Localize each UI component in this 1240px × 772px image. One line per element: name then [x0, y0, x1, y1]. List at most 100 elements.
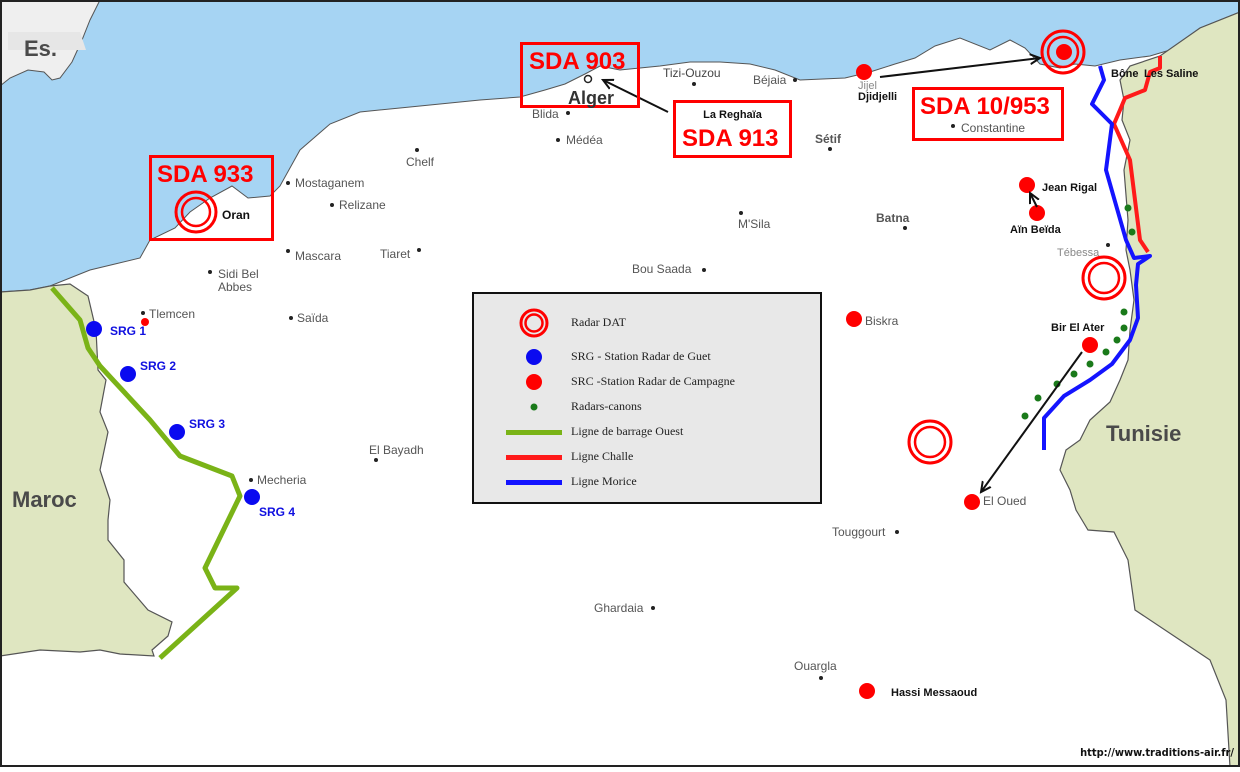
srg-3-dot	[169, 424, 185, 440]
city-bir-el-ater: Bir El Ater	[1051, 322, 1105, 334]
sda-903-title: SDA 903	[529, 48, 626, 75]
line-barrage-ouest	[50, 286, 243, 660]
srg-1-dot	[86, 321, 102, 337]
city-dot	[895, 530, 899, 534]
legend-item-src: SRC -Station Radar de Campagne	[474, 370, 820, 394]
srg-dot-icon	[504, 345, 564, 369]
sda-913-subtitle: La Reghaïa	[703, 109, 762, 121]
city-dots	[141, 78, 1110, 680]
arrow-ainbeida-jeanrigal	[1030, 193, 1037, 208]
city-bone: Bône	[1111, 68, 1139, 80]
radar-canon	[1113, 336, 1121, 344]
sda-10-953-box: SDA 10/953 Constantine	[912, 87, 1064, 141]
city-dot	[415, 148, 419, 152]
city-ain-beida: Aïn Beïda	[1010, 224, 1061, 236]
radar-canon	[1102, 348, 1110, 356]
city-mascara: Mascara	[295, 249, 342, 263]
city-dot	[249, 478, 253, 482]
city-constantine: Constantine	[961, 121, 1026, 135]
legend-item-line-morice: Ligne Morice	[474, 470, 820, 494]
radar-canon	[1021, 412, 1029, 420]
radar-canon	[1120, 324, 1128, 332]
src-jean-rigal	[1019, 177, 1035, 193]
city-dot	[417, 248, 421, 252]
line-challe-swatch	[504, 445, 564, 469]
city-dot	[793, 78, 797, 82]
city-ouargla: Ouargla	[794, 659, 837, 673]
land-morocco	[0, 283, 173, 657]
radar-dat-bone	[1040, 29, 1086, 75]
radar-canon	[1124, 204, 1132, 212]
legend-label: Ligne Morice	[571, 474, 637, 488]
city-tizi-ouzou: Tizi-Ouzou	[663, 66, 721, 80]
city-dot	[330, 203, 334, 207]
city-batna: Batna	[876, 211, 910, 225]
radar-dat-oran	[174, 190, 218, 234]
city-touggourt: Touggourt	[832, 525, 886, 539]
legend-label: SRC -Station Radar de Campagne	[571, 374, 735, 388]
city-dot	[702, 268, 706, 272]
src-bir-el-ater	[1082, 337, 1098, 353]
srg-4-label: SRG 4	[259, 505, 296, 519]
radar-canon	[1034, 394, 1042, 402]
line-morice-swatch	[504, 470, 564, 494]
city-oran: Oran	[222, 208, 251, 222]
city-medea: Médéa	[566, 133, 603, 147]
spain-label-bg	[8, 32, 86, 50]
radar-dat-icon	[504, 308, 564, 338]
src-biskra	[846, 311, 862, 327]
src-el-oued	[964, 494, 980, 510]
country-spain-label: Es.	[24, 36, 58, 61]
city-dot	[208, 270, 212, 274]
legend-label: Radar DAT	[571, 315, 626, 329]
city-blida: Blida	[532, 107, 559, 121]
city-dot	[951, 124, 955, 128]
legend: Radar DAT SRG - Station Radar de Guet SR…	[472, 292, 822, 504]
city-relizane: Relizane	[339, 198, 386, 212]
radar-canon	[1120, 308, 1128, 316]
srg-3-label: SRG 3	[189, 417, 226, 431]
city-mecheria: Mecheria	[257, 473, 307, 487]
radar-canon	[1086, 360, 1094, 368]
srg-4-dot	[244, 489, 260, 505]
sda-913-title: SDA 913	[682, 125, 779, 152]
city-dot	[289, 316, 293, 320]
src-ain-beida	[1029, 205, 1045, 221]
sda-913-box: La Reghaïa SDA 913	[673, 100, 792, 158]
city-ghardaia: Ghardaia	[594, 601, 644, 615]
city-dot	[286, 181, 290, 185]
city-el-oued: El Oued	[983, 494, 1027, 508]
srg-1-label: SRG 1	[110, 324, 147, 338]
src-tlemcen	[141, 318, 149, 326]
legend-label: SRG - Station Radar de Guet	[571, 349, 711, 363]
radar-dat-sud	[907, 419, 953, 465]
legend-label: Ligne Challe	[571, 449, 634, 463]
city-dot	[374, 458, 378, 462]
legend-item-radar-dat: Radar DAT	[474, 308, 820, 338]
radar-dat-tebessa	[1081, 255, 1127, 301]
city-dot	[651, 606, 655, 610]
legend-item-canon: Radars-canons	[474, 395, 820, 419]
sda-933-title: SDA 933	[157, 161, 254, 188]
radar-dat-group	[174, 29, 1127, 465]
city-tlemcen: Tlemcen	[149, 307, 196, 321]
city-jijel: Jijel	[858, 80, 877, 92]
src-dot-icon	[504, 370, 564, 394]
city-jean-rigal: Jean Rigal	[1042, 182, 1098, 194]
src-group	[141, 44, 1098, 699]
srg-2-label: SRG 2	[140, 359, 177, 373]
line-ouest-swatch	[504, 420, 564, 444]
city-dot	[566, 111, 570, 115]
city-dot	[903, 226, 907, 230]
city-alger: Alger	[568, 88, 615, 108]
radar-canon	[1070, 370, 1078, 378]
src-jijel	[856, 64, 872, 80]
city-hassi-messaoud: Hassi Messaoud	[891, 687, 978, 699]
arrow-reghaia	[603, 80, 669, 113]
city-sidi-bel-abbes: Sidi Bel Abbes	[218, 267, 259, 294]
line-challe	[1112, 56, 1162, 254]
city-saida: Saïda	[297, 311, 329, 325]
city-dot	[739, 211, 743, 215]
canon-dot-icon	[504, 395, 564, 419]
